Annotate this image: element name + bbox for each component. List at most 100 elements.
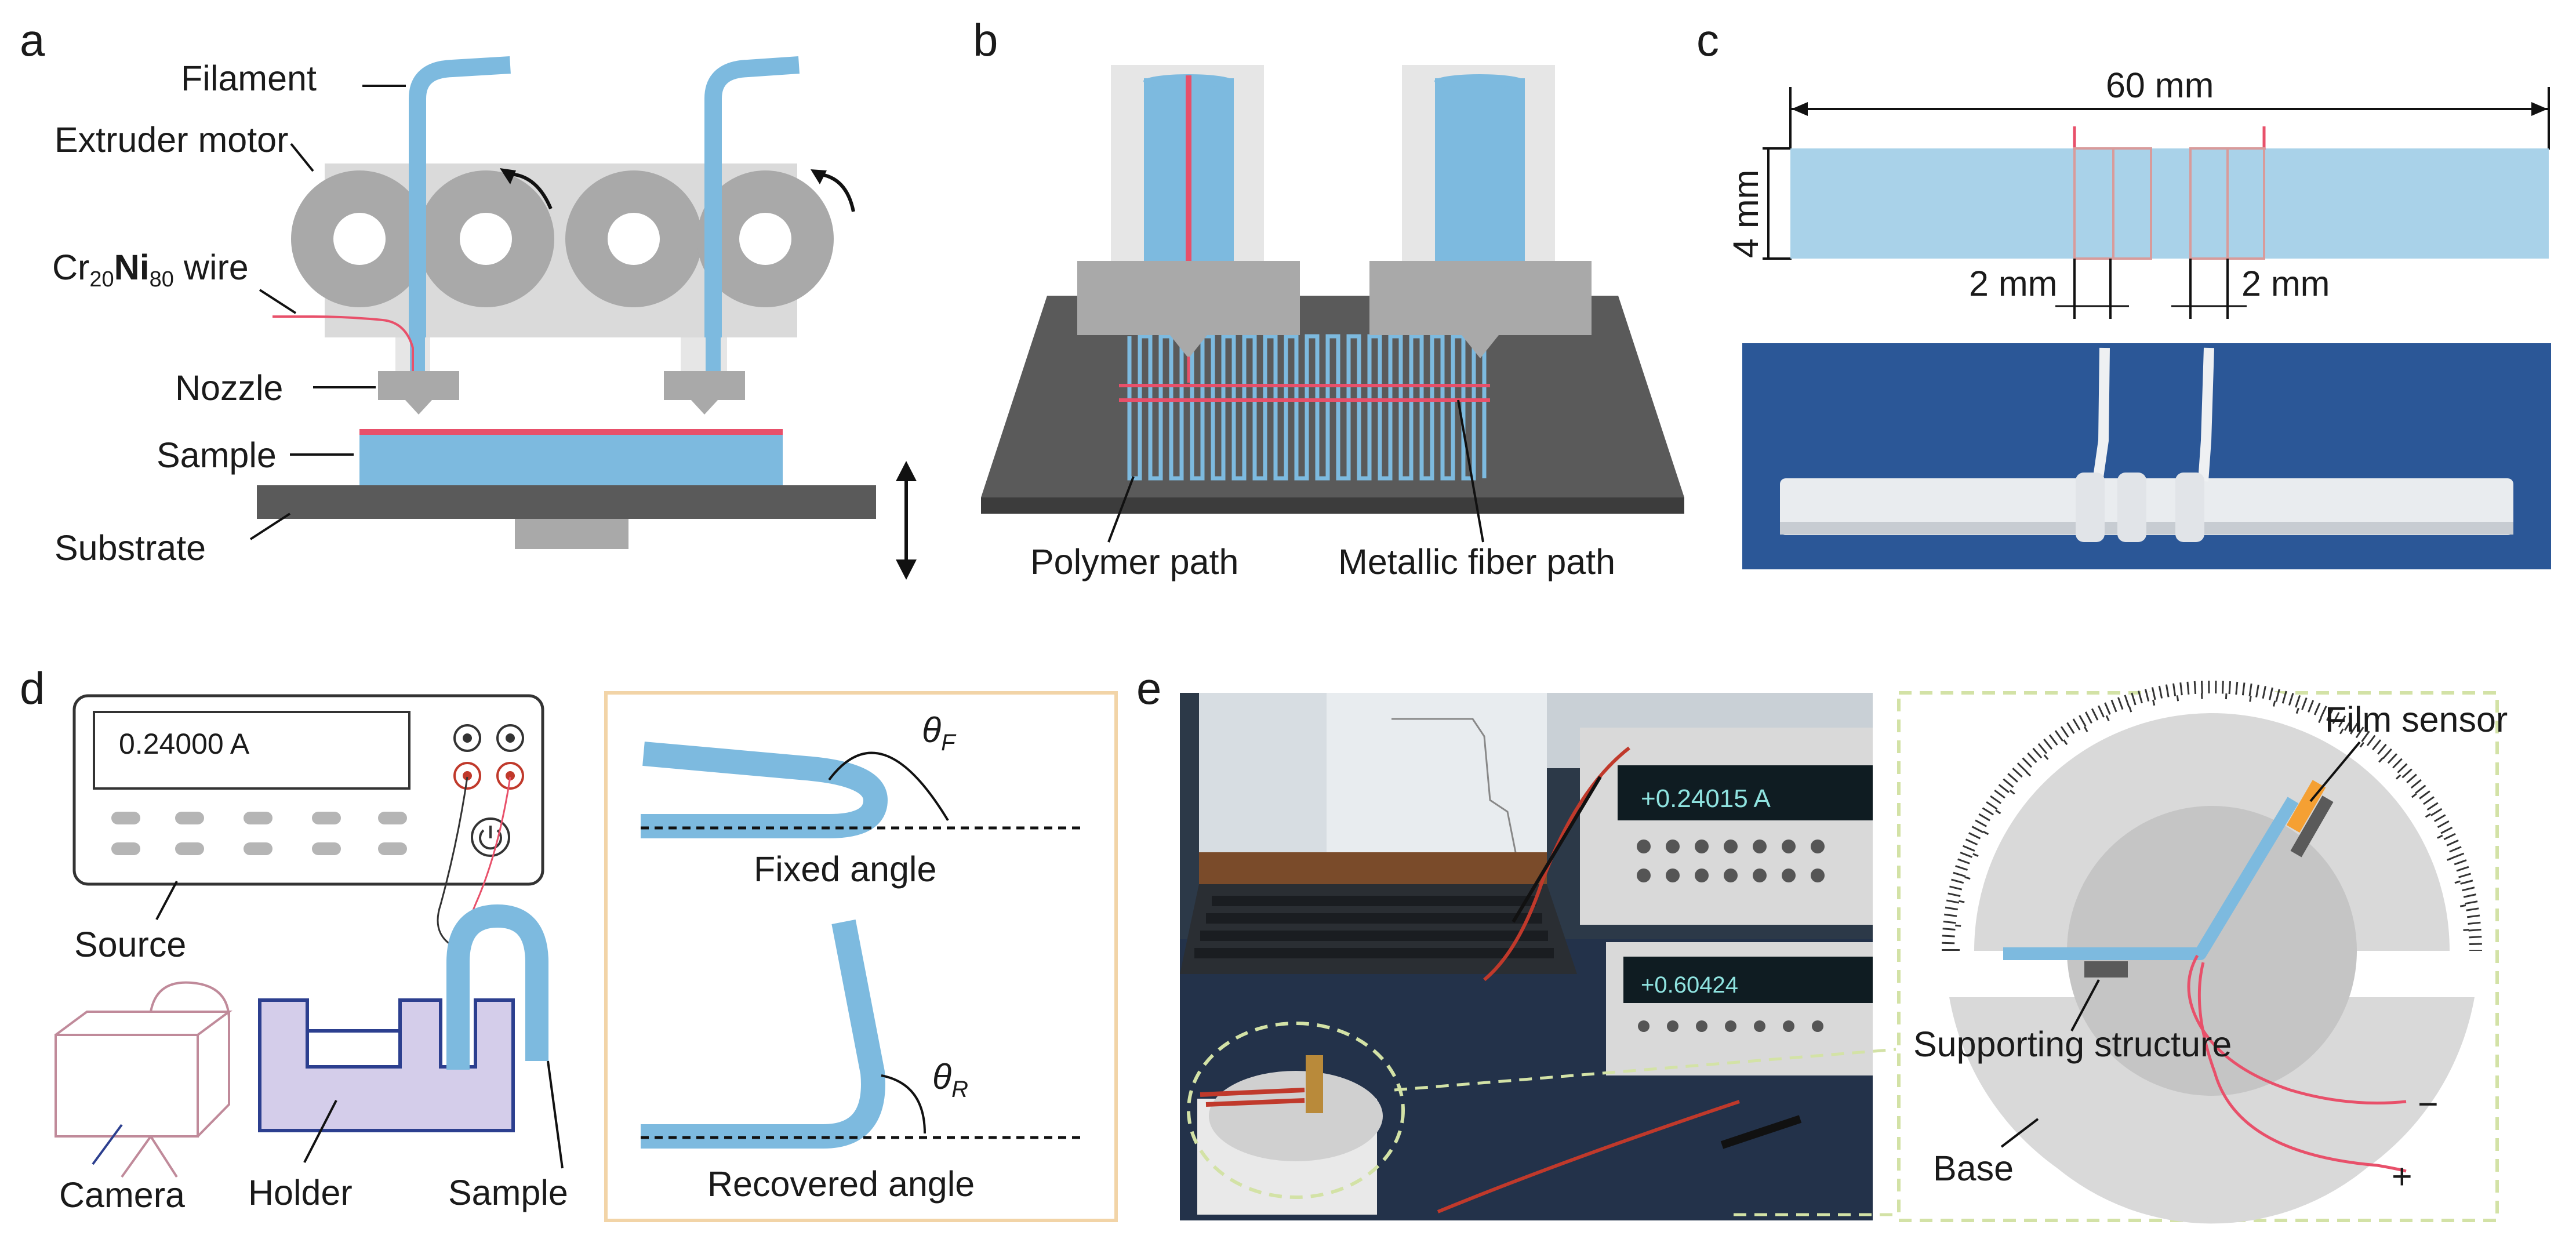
extruder-motor-label: Extruder motor bbox=[55, 120, 288, 159]
source-terminals bbox=[453, 724, 524, 790]
filament-label: Filament bbox=[181, 59, 317, 98]
print-bed-edge bbox=[981, 497, 1684, 514]
sample-block bbox=[359, 432, 783, 485]
length-arrow-left bbox=[1792, 102, 1808, 116]
protractor-scale-arc bbox=[1945, 684, 2479, 951]
substrate-leader bbox=[249, 513, 291, 540]
specimen-photo-lead-right bbox=[2198, 347, 2214, 482]
protractor-inner-disc bbox=[2067, 806, 2357, 1096]
specimen-photo-sample-edge bbox=[1780, 522, 2513, 535]
laptop-screen-plot bbox=[1391, 718, 1520, 870]
rig-disc-photo bbox=[1209, 1071, 1383, 1161]
nozzle-1 bbox=[378, 371, 459, 415]
fixed-angle-label: Fixed angle bbox=[754, 849, 936, 889]
wire-leader bbox=[259, 289, 297, 314]
substrate-plate bbox=[257, 485, 876, 519]
fixed-angle-theta: θF bbox=[922, 710, 957, 755]
supporting-structure-leader bbox=[2070, 979, 2100, 1031]
cable-black-1 bbox=[1512, 776, 1602, 923]
sensor-lead-minus bbox=[2187, 954, 2407, 1104]
holder-label: Holder bbox=[248, 1173, 353, 1212]
protractor-gap-right bbox=[2348, 951, 2479, 997]
meter-top bbox=[1580, 728, 1873, 925]
filament-2-lower bbox=[706, 337, 721, 372]
sample-label: Sample bbox=[157, 435, 277, 475]
panel-letter-c: c bbox=[1696, 14, 1719, 66]
power-icon bbox=[479, 826, 502, 850]
width-dimension-label: 4 mm bbox=[1726, 170, 1765, 259]
motor-hub-3 bbox=[608, 213, 660, 265]
power-button bbox=[471, 817, 510, 857]
terminal-minus: − bbox=[2418, 1084, 2439, 1124]
recovered-angle-label: Recovered angle bbox=[707, 1164, 975, 1204]
substrate-label: Substrate bbox=[55, 528, 206, 568]
meter-bottom-buttons bbox=[1638, 1020, 1823, 1032]
source-keypad bbox=[111, 812, 407, 855]
panel-letter-e: e bbox=[1136, 663, 1161, 714]
rig-highlight-ellipse bbox=[1187, 1022, 1405, 1199]
rotation-arrow-2-head bbox=[811, 169, 827, 184]
terminal-plus: + bbox=[2392, 1157, 2412, 1196]
meter-top-reading: +0.24015 A bbox=[1641, 784, 1771, 813]
printhead-left-nozzle bbox=[1077, 261, 1300, 358]
nozzle-2 bbox=[664, 371, 745, 415]
length-dimension-label: 60 mm bbox=[2106, 66, 2214, 105]
laptop-screen-taskbar bbox=[1199, 852, 1547, 884]
printhead-right-filament-top bbox=[1434, 74, 1525, 88]
extruder-motors bbox=[291, 170, 834, 307]
film-sensor-leader bbox=[2309, 741, 2361, 802]
filament-1 bbox=[409, 56, 511, 342]
motor-hub-2 bbox=[460, 213, 512, 265]
protractor-scale-ticks bbox=[1942, 681, 2482, 951]
panel-c: c 60 mm 4 mm 2 mm 2 mm bbox=[1696, 14, 2551, 569]
source-leader bbox=[155, 881, 178, 920]
fixed-angle-arc bbox=[828, 751, 949, 822]
printhead-right-filament bbox=[1435, 78, 1525, 263]
holder-inner-top bbox=[306, 1029, 402, 1069]
specimen-photo-loop-3 bbox=[2175, 473, 2204, 542]
panel-a: a bbox=[20, 14, 917, 580]
substrate-motion-arrow-top bbox=[896, 461, 917, 481]
protractor bbox=[1942, 681, 2482, 1224]
meter-bottom-reading: +0.60424 bbox=[1641, 972, 1738, 998]
substrate-motion-arrow-bottom bbox=[896, 559, 917, 580]
printhead-left-wire bbox=[1186, 75, 1191, 262]
gap-right-label: 2 mm bbox=[2241, 264, 2330, 303]
polymer-path-label: Polymer path bbox=[1030, 542, 1238, 582]
gap-left-label: 2 mm bbox=[1969, 264, 2058, 303]
sample-u bbox=[446, 904, 548, 1070]
camera bbox=[55, 981, 233, 1178]
metallic-fiber-band bbox=[1119, 384, 1490, 402]
panel-letter-b: b bbox=[973, 14, 998, 66]
metallic-fiber-path-label: Metallic fiber path bbox=[1338, 542, 1615, 582]
substrate-mount bbox=[515, 519, 628, 549]
motor-hub-1 bbox=[333, 213, 386, 265]
sensor-lead-plus bbox=[2197, 962, 2407, 1173]
recovered-angle-arc bbox=[881, 1074, 926, 1134]
rig-cable-photo bbox=[1200, 1088, 1305, 1107]
source-display-value: 0.24000 A bbox=[119, 728, 250, 760]
bent-sample bbox=[2003, 797, 2299, 960]
polymer-serpentine bbox=[1127, 334, 1487, 481]
length-arrow-right bbox=[2531, 102, 2548, 116]
specimen-photo-lead-left bbox=[2092, 347, 2110, 482]
rotation-arrow-1-head bbox=[500, 168, 516, 184]
specimen-photo-loop-1 bbox=[2076, 473, 2105, 542]
fixed-angle-inner-slot bbox=[808, 793, 856, 803]
specimen-photo-loop-2 bbox=[2117, 473, 2146, 542]
panel-e: e +0.24015 A +0.60424 bbox=[1136, 663, 2508, 1224]
panel-letter-d: d bbox=[20, 663, 45, 714]
wire-label: Cr20Ni80 wire bbox=[52, 248, 249, 292]
cr-ni-wire bbox=[273, 315, 414, 374]
film-sensor-label: Film sensor bbox=[2325, 700, 2508, 739]
cable-red-2 bbox=[1437, 1100, 1740, 1213]
extruder-motor-leader bbox=[290, 143, 314, 172]
camera-label: Camera bbox=[59, 1175, 185, 1215]
print-bed bbox=[981, 296, 1684, 497]
base-label: Base bbox=[1933, 1149, 2014, 1188]
supporting-structure bbox=[2084, 961, 2128, 978]
rig-post-photo bbox=[1306, 1055, 1323, 1113]
polymer-path-leader bbox=[1107, 476, 1135, 543]
zoom-line-top bbox=[1394, 1048, 1896, 1092]
